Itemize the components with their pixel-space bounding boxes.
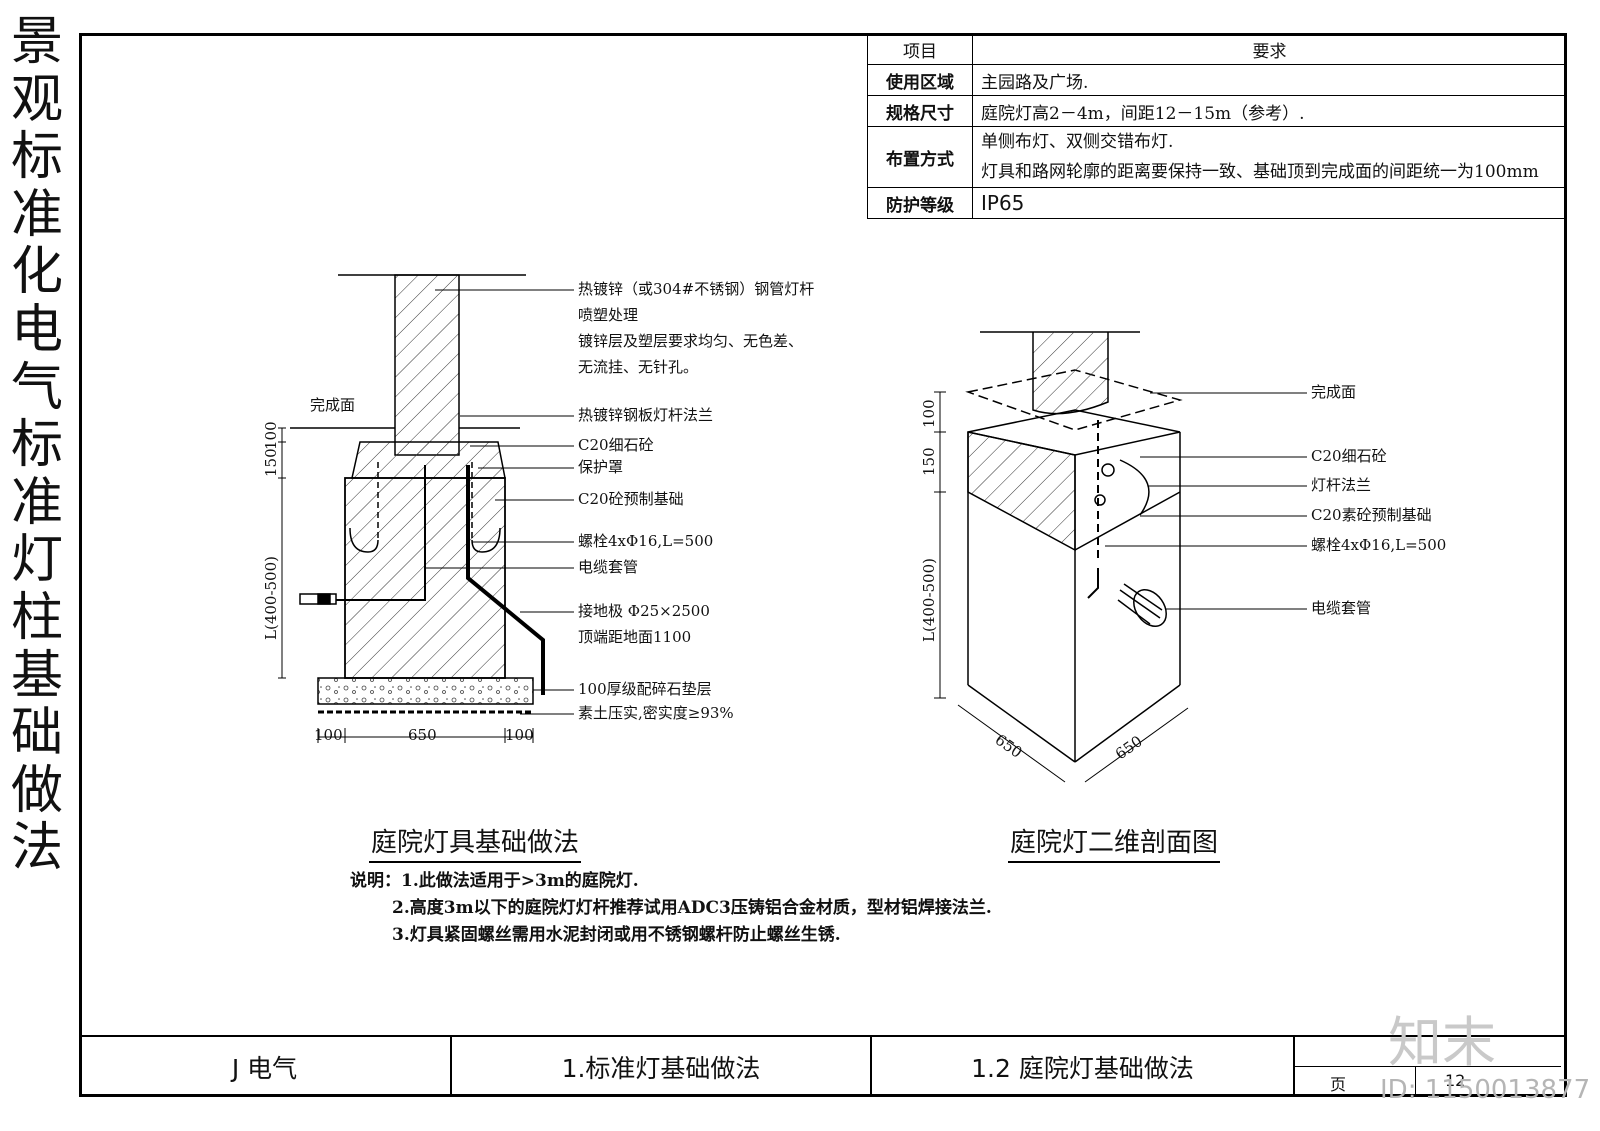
dim-label: 650 [408,726,437,744]
spec-key: 防护等级 [867,187,973,219]
section-label: 无流挂、无针孔。 [578,358,698,376]
dim-label: 150 [920,447,938,476]
spec-table: 项目 要求 使用区域 主园路及广场. 规格尺寸 庭院灯高2－4m，间距12－15… [867,33,1567,219]
section-label: 素土压实,密实度≥93% [578,704,734,722]
iso-label: C20素砼预制基础 [1311,506,1432,524]
note-item: 2.高度3m以下的庭院灯灯杆推荐试用ADC3压铸铝合金材质，型材铝焊接法兰. [392,898,992,918]
iso-label: 电缆套管 [1311,599,1371,617]
side-title-char: 础 [10,703,63,764]
side-title-char: 准 [10,472,63,533]
side-title-char: 化 [10,242,63,303]
section-labels: 热镀锌（或304#不锈钢）钢管灯杆 喷塑处理 镀锌层及塑层要求均匀、无色差、 无… [262,280,814,744]
spec-value-line: 灯具和路网轮廓的距离要保持一致、基础顶到完成面的间距统一为100mm [981,162,1539,182]
spec-value: 单侧布灯、双侧交错布灯. 灯具和路网轮廓的距离要保持一致、基础顶到完成面的间距统… [972,126,1567,188]
dim-label: 100 [920,399,938,428]
title-chapter: 1.标准灯基础做法 [452,1037,872,1097]
iso-label: 螺栓4xΦ16,L=500 [1311,536,1446,554]
section-label: 螺栓4xΦ16,L=500 [578,532,713,550]
side-title-char: 柱 [10,587,63,648]
side-title-char: 基 [10,645,63,706]
section-label: 保护罩 [578,458,623,476]
side-title-char: 观 [10,69,63,130]
side-title-char: 景 [10,12,63,72]
dim-label: L(400-500) [262,556,280,640]
dim-label: 100 [505,726,534,744]
section-drawing [278,274,574,743]
side-title-char: 法 [10,818,63,879]
title-page-block: 页 12 [1295,1037,1561,1097]
spec-value-line: 单侧布灯、双侧交错布灯. [981,132,1174,152]
notes-lead: 说明： [350,871,401,891]
iso-drawing [934,331,1307,783]
section-label: 100厚级配碎石垫层 [578,680,712,698]
section-label: C20砼预制基础 [578,490,684,508]
side-title-char: 灯 [10,530,63,591]
spec-key: 使用区域 [867,64,973,96]
iso-label: C20细石砼 [1311,447,1387,465]
section-label: 喷塑处理 [578,306,638,324]
side-title-char: 电 [10,299,63,360]
section-label: C20细石砼 [578,436,654,454]
dim-label: 100 [314,726,343,744]
section-label: 接地极 Φ25×2500 [578,602,710,620]
dim-label: L(400-500) [920,558,938,642]
section-label: 镀锌层及塑层要求均匀、无色差、 [578,332,803,350]
title-section: 1.2 庭院灯基础做法 [872,1037,1295,1097]
section-label: 热镀锌（或304#不锈钢）钢管灯杆 [578,280,814,298]
side-title-char: 标 [10,127,63,188]
spec-value: 主园路及广场. [972,64,1567,96]
iso-label: 完成面 [1311,383,1356,401]
watermark-brand: 知末 [1388,1011,1496,1074]
iso-label: 灯杆法兰 [1311,476,1371,494]
title-category: J 电气 [79,1037,452,1097]
section-label: 顶端距地面1100 [578,628,691,646]
page-label: 页 [1330,1075,1347,1094]
spec-key: 布置方式 [867,126,973,188]
watermark-id: ID: 1150013877 [1380,1075,1591,1105]
section-label: 电缆套管 [578,558,638,576]
side-title-char: 标 [10,415,63,476]
side-title: 景观标准化电气标准灯柱基础做法 [8,12,66,879]
title-bar: J 电气 1.标准灯基础做法 1.2 庭院灯基础做法 页 12 [79,1035,1567,1097]
side-title-char: 气 [10,357,63,418]
note-item: 1.此做法适用于>3m的庭院灯. [401,871,639,891]
spec-value: 庭院灯高2－4m，间距12－15m（参考）. [972,95,1567,127]
dim-label: 100 [262,421,280,450]
finish-surface-label: 完成面 [310,396,355,414]
section-label: 热镀锌钢板灯杆法兰 [578,406,713,424]
page-number: 12 [1445,1071,1466,1090]
side-title-char: 准 [10,184,63,245]
section-caption: 庭院灯具基础做法 [369,822,582,863]
notes: 说明：1.此做法适用于>3m的庭院灯. 2.高度3m以下的庭院灯灯杆推荐试用AD… [350,868,992,949]
dim-label: 150 [262,448,280,477]
dim-label: 650 [992,731,1026,762]
side-title-char: 做 [10,760,63,821]
drawing-frame [79,33,1567,1097]
spec-value: IP65 [972,187,1567,219]
note-item: 3.灯具紧固螺丝需用水泥封闭或用不锈钢螺杆防止螺丝生锈. [392,925,841,945]
iso-caption: 庭院灯二维剖面图 [1008,822,1221,863]
spec-header-requirement: 要求 [972,33,1567,65]
